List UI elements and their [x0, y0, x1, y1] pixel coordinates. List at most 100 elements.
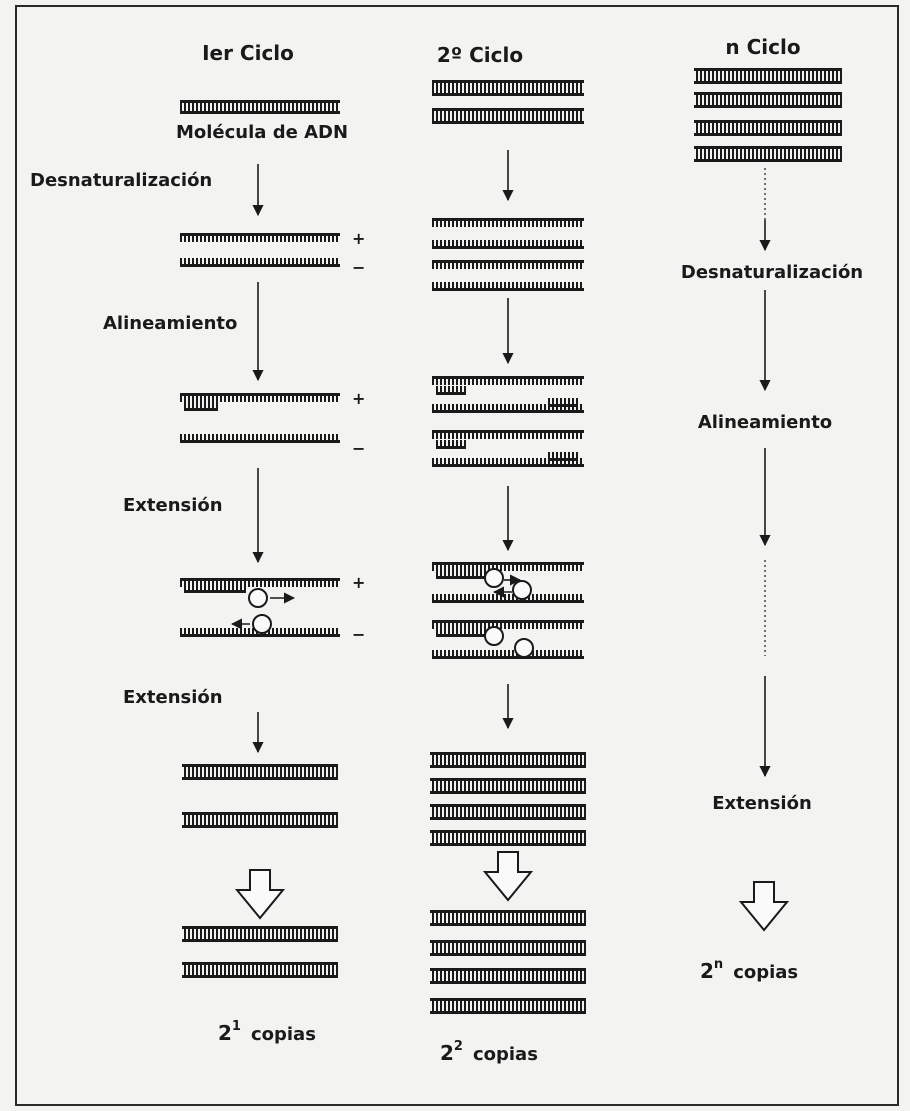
polymerase-circle	[485, 627, 503, 645]
dna-strand	[430, 998, 586, 1001]
hollow-down-arrow	[741, 882, 787, 930]
dna-strand	[182, 926, 338, 929]
extended-strand	[528, 656, 580, 659]
plus-sign: +	[352, 573, 365, 592]
dna-rungs	[182, 815, 338, 825]
dna-strand	[432, 121, 584, 124]
polymerase-circle	[513, 581, 531, 599]
hollow-down-arrow	[485, 852, 531, 900]
dna-strand	[694, 68, 842, 71]
dna-strand	[430, 981, 586, 984]
step-label-extension-2: Extensión	[123, 687, 223, 708]
step-label-extension-n: Extensión	[712, 793, 812, 814]
dna-strand	[180, 393, 340, 396]
dna-strand	[182, 812, 338, 815]
dna-bases	[180, 434, 340, 440]
dna-bases	[432, 379, 584, 385]
primer-strand	[436, 392, 466, 395]
dna-bases	[180, 396, 340, 402]
header-cycle-2: 2º Ciclo	[437, 43, 523, 67]
hollow-down-arrow	[237, 870, 283, 918]
minus-sign: −	[352, 439, 365, 458]
step-label-extension-1: Extensión	[123, 495, 223, 516]
result-copies-2: 22 copias	[440, 1039, 538, 1065]
primer-bases	[548, 452, 578, 458]
dna-strand	[430, 910, 586, 913]
minus-sign: −	[352, 625, 365, 644]
dna-rungs	[182, 767, 338, 777]
extended-bases	[270, 628, 330, 634]
dna-strand	[430, 765, 586, 768]
header-cycle-n: n Ciclo	[725, 35, 800, 59]
dna-rungs	[694, 149, 842, 159]
primer-bases	[548, 398, 578, 404]
dna-strand	[432, 93, 584, 96]
extended-strand	[270, 634, 330, 637]
dna-strand	[694, 92, 842, 95]
dna-strand	[182, 777, 338, 780]
primer-bases	[184, 402, 218, 408]
dna-strand	[430, 752, 586, 755]
dna-strand	[430, 923, 586, 926]
dna-strand	[432, 260, 584, 263]
result-copies-n: 2ncopias	[700, 957, 798, 983]
dna-strand	[182, 975, 338, 978]
dna-rungs	[694, 123, 842, 133]
primer-bases	[436, 386, 466, 392]
dna-molecule-label: Molécula de ADN	[176, 122, 348, 143]
dna-bases	[180, 236, 340, 242]
dna-strand	[694, 159, 842, 162]
result-label: copias	[473, 1044, 538, 1065]
dna-strand	[180, 233, 340, 236]
dna-strand	[430, 804, 586, 807]
dna-strand	[430, 953, 586, 956]
dna-rungs	[430, 1001, 586, 1011]
dna-rungs	[694, 95, 842, 105]
dna-strand	[432, 218, 584, 221]
dna-bases	[432, 282, 584, 288]
dna-strand	[694, 105, 842, 108]
step-label-annealing: Alineamiento	[103, 313, 237, 334]
result-label: copias	[251, 1024, 316, 1045]
step-label-annealing-n: Alineamiento	[698, 412, 832, 433]
minus-sign: −	[352, 258, 365, 277]
result-exponent: 2	[454, 1039, 463, 1054]
dna-strand	[694, 133, 842, 136]
dna-strand	[430, 778, 586, 781]
result-base: 2	[700, 959, 714, 983]
polymerase-circle	[249, 589, 267, 607]
dna-bases	[432, 240, 584, 246]
dna-strand	[694, 120, 842, 123]
dna-strand	[432, 464, 584, 467]
primer-strand	[548, 404, 578, 407]
header-cycle-1: Ier Ciclo	[202, 41, 294, 65]
dna-rungs	[430, 913, 586, 923]
dna-rungs	[182, 929, 338, 939]
dna-strand	[432, 288, 584, 291]
dna-strand	[180, 440, 340, 443]
extended-strand	[184, 590, 246, 593]
dna-bases	[432, 433, 584, 439]
extended-strand	[516, 600, 580, 603]
step-label-denaturation-n: Desnaturalización	[681, 262, 863, 283]
dna-strand	[432, 108, 584, 111]
dna-strand	[182, 825, 338, 828]
dna-strand	[430, 1011, 586, 1014]
dna-strand	[694, 81, 842, 84]
result-label: copias	[733, 962, 798, 983]
dna-strand	[430, 968, 586, 971]
dna-strand	[432, 620, 584, 623]
dna-rungs	[182, 965, 338, 975]
dna-strand	[182, 939, 338, 942]
primer-strand	[436, 446, 466, 449]
result-base: 2	[440, 1041, 454, 1065]
dna-strand	[432, 410, 584, 413]
dna-strand	[430, 940, 586, 943]
dna-bases	[180, 258, 340, 264]
dna-rungs	[432, 111, 584, 121]
plus-sign: +	[352, 389, 365, 408]
